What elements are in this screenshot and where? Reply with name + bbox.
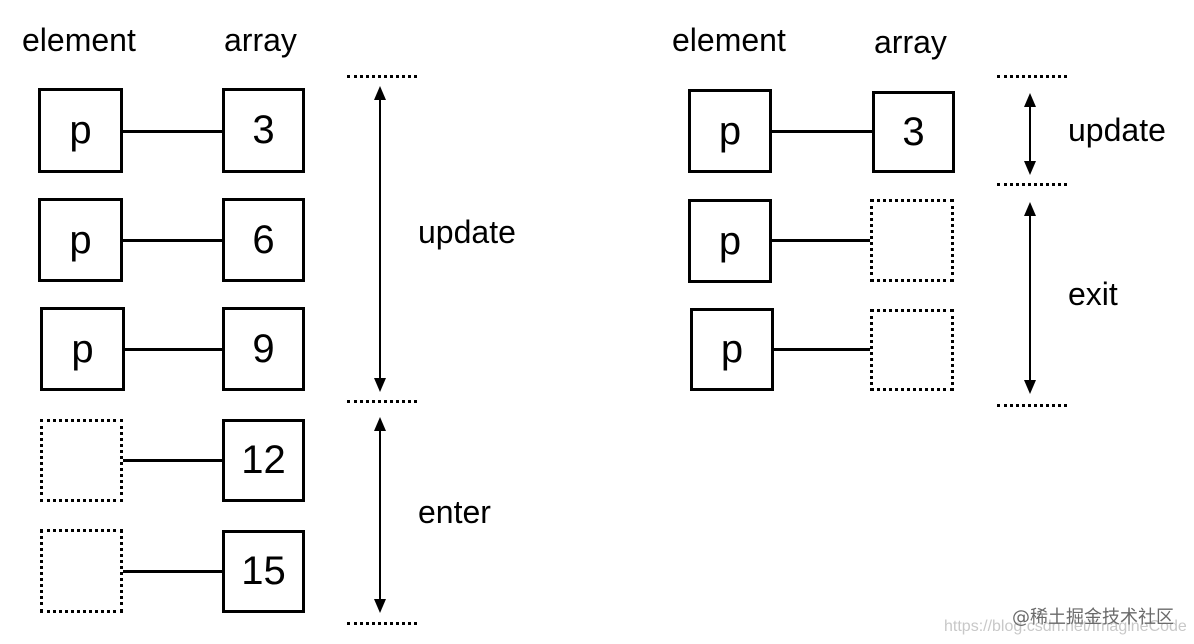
- left-update-range-arrow: [374, 86, 386, 392]
- left-element-box-2: p: [38, 198, 123, 282]
- left-connector-4: [123, 459, 222, 462]
- right-update-range-arrow: [1024, 93, 1036, 175]
- left-connector-5: [123, 570, 222, 573]
- left-connector-2: [123, 239, 222, 242]
- left-array-header: array: [224, 22, 297, 58]
- right-separator-middle: [997, 183, 1067, 186]
- right-connector-1: [772, 130, 872, 133]
- left-element-header: element: [22, 22, 136, 58]
- right-exit-label: exit: [1068, 276, 1118, 312]
- left-connector-1: [123, 130, 222, 133]
- right-connector-3: [774, 348, 870, 351]
- right-array-header: array: [874, 24, 947, 60]
- right-separator-top: [997, 75, 1067, 78]
- left-element-box-3: p: [40, 307, 125, 391]
- right-exit-range-arrow: [1024, 202, 1036, 394]
- right-element-box-3: p: [690, 308, 774, 391]
- watermark-brand: @稀土掘金技术社区: [1012, 607, 1174, 628]
- watermark-url: https://blog.csdn.net/ImagineCode: [944, 618, 1187, 635]
- left-array-box-3: 9: [222, 307, 305, 391]
- right-array-box-1: 3: [872, 91, 955, 173]
- right-element-box-2: p: [688, 199, 772, 283]
- left-enter-label: enter: [418, 494, 491, 530]
- right-connector-2: [772, 239, 870, 242]
- left-separator-middle: [347, 400, 417, 403]
- left-update-label: update: [418, 214, 516, 250]
- right-element-box-1: p: [688, 89, 772, 173]
- left-array-box-4: 12: [222, 419, 305, 502]
- left-element-placeholder-5: [40, 529, 123, 613]
- right-array-placeholder-2: [870, 199, 954, 282]
- left-separator-bottom: [347, 622, 417, 625]
- left-array-box-5: 15: [222, 530, 305, 613]
- right-separator-bottom: [997, 404, 1067, 407]
- left-enter-range-arrow: [374, 417, 386, 613]
- left-element-placeholder-4: [40, 419, 123, 502]
- right-array-placeholder-3: [870, 309, 954, 391]
- right-update-label: update: [1068, 112, 1166, 148]
- left-array-box-2: 6: [222, 198, 305, 282]
- left-array-box-1: 3: [222, 88, 305, 173]
- left-connector-3: [125, 348, 222, 351]
- right-element-header: element: [672, 22, 786, 58]
- left-element-box-1: p: [38, 88, 123, 173]
- left-separator-top: [347, 75, 417, 78]
